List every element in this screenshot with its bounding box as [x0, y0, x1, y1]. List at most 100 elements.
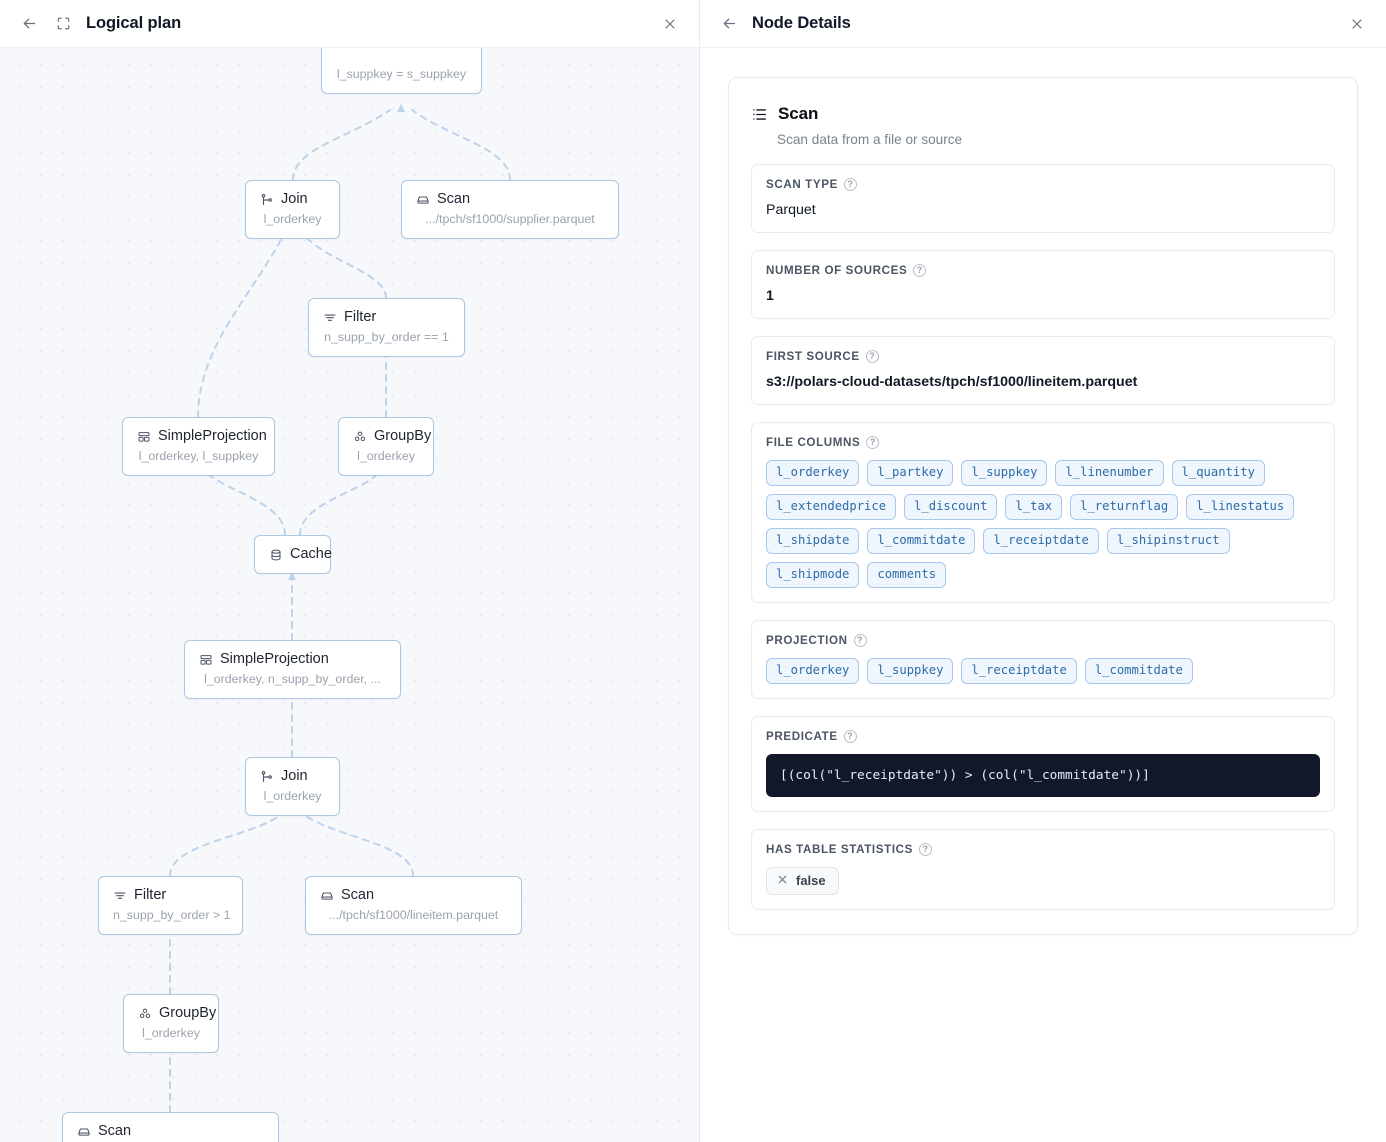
projection-chip[interactable]: l_orderkey: [766, 658, 860, 684]
plan-node-title-row: SimpleProjection: [137, 428, 267, 445]
plan-node-scan-lineitem-1[interactable]: Scan .../tpch/sf1000/lineitem.parquet: [305, 876, 522, 935]
plan-node-join-bottom[interactable]: Join l_orderkey: [245, 757, 340, 816]
column-chip[interactable]: l_returnflag: [1070, 494, 1179, 520]
section-label-text: File columns: [766, 436, 861, 449]
help-icon[interactable]: ?: [843, 178, 857, 191]
plan-node-subtitle: l_orderkey, l_suppkey: [138, 449, 259, 463]
plan-node-subtitle: .../tpch/sf1000/supplier.parquet: [425, 212, 595, 226]
plan-canvas[interactable]: l_suppkey = s_suppkey Join l_orderkey: [0, 48, 699, 1142]
column-chip[interactable]: l_shipinstruct: [1106, 528, 1230, 554]
plan-node-filter-eq[interactable]: Filter n_supp_by_order == 1: [308, 298, 465, 357]
help-icon[interactable]: ?: [865, 350, 879, 363]
scan-icon: [77, 1125, 91, 1139]
node-type-description: Scan data from a file or source: [777, 132, 963, 147]
section-label-text: Number of sources: [766, 264, 908, 277]
close-icon[interactable]: [1344, 11, 1370, 37]
column-chip[interactable]: l_linestatus: [1186, 494, 1295, 520]
plan-node-label: Scan: [341, 887, 375, 903]
plan-node-title-row: Join: [260, 191, 325, 208]
section-label-text: Projection: [766, 634, 848, 647]
column-chip[interactable]: l_discount: [904, 494, 998, 520]
help-icon[interactable]: ?: [866, 436, 880, 449]
node-details-header: Node Details: [700, 0, 1386, 48]
column-chip[interactable]: l_shipdate: [766, 528, 860, 554]
projection-icon: [137, 430, 151, 444]
plan-node-simple-projection-2[interactable]: SimpleProjection l_orderkey, n_supp_by_o…: [184, 640, 401, 699]
section-file-columns: File columns ? l_orderkey l_partkey l_su…: [751, 422, 1335, 603]
section-number-of-sources: Number of sources ? 1: [751, 250, 1335, 319]
scan-type-value: Parquet: [766, 202, 816, 218]
scan-icon: [416, 193, 430, 207]
back-arrow-icon[interactable]: [716, 11, 742, 37]
projection-chip[interactable]: l_suppkey: [867, 658, 954, 684]
plan-node-simple-projection-1[interactable]: SimpleProjection l_orderkey, l_suppkey: [122, 417, 275, 476]
plan-node-scan-lineitem-2[interactable]: Scan .../tpch/sf1000/lineitem.parquet: [62, 1112, 279, 1142]
plan-node-label: GroupBy: [374, 428, 432, 444]
list-icon: [751, 106, 768, 123]
plan-node-subtitle: n_supp_by_order > 1: [113, 908, 231, 922]
section-label-row: Projection ?: [766, 634, 1320, 647]
plan-node-title-row: Filter: [323, 309, 450, 326]
column-chip[interactable]: l_commitdate: [867, 528, 976, 554]
help-icon[interactable]: ?: [843, 730, 857, 743]
column-chip[interactable]: l_linenumber: [1055, 460, 1164, 486]
column-chip[interactable]: l_tax: [1005, 494, 1063, 520]
status-badge[interactable]: false: [766, 867, 839, 895]
section-label-text: First source: [766, 350, 860, 363]
plan-node-subtitle: .../tpch/sf1000/lineitem.parquet: [328, 908, 499, 922]
number-of-sources-value: 1: [766, 288, 774, 304]
column-chip[interactable]: l_receiptdate: [983, 528, 1099, 554]
section-scan-type: Scan type ? Parquet: [751, 164, 1335, 233]
section-first-source: First source ? s3://polars-cloud-dataset…: [751, 336, 1335, 405]
plan-node-label: GroupBy: [159, 1005, 217, 1021]
card-header: Scan: [751, 104, 1335, 124]
plan-node-groupby-1[interactable]: GroupBy l_orderkey: [338, 417, 434, 476]
plan-node-subtitle: l_suppkey = s_suppkey: [336, 67, 467, 81]
column-chip[interactable]: l_shipmode: [766, 562, 860, 588]
column-chip[interactable]: l_orderkey: [766, 460, 860, 486]
status-badge-label: false: [796, 873, 826, 888]
logical-plan-panel: Logical plan: [0, 0, 700, 1142]
plan-node-join-suppkey[interactable]: l_suppkey = s_suppkey: [321, 48, 482, 94]
close-icon[interactable]: [657, 11, 683, 37]
back-arrow-icon[interactable]: [16, 11, 42, 37]
plan-node-subtitle: l_orderkey: [142, 1026, 200, 1040]
plan-node-label: SimpleProjection: [158, 428, 267, 444]
x-icon: [777, 874, 788, 887]
plan-node-title-row: GroupBy: [353, 428, 431, 445]
plan-node-subtitle: l_orderkey: [263, 789, 322, 803]
section-label-row: Has table statistics ?: [766, 843, 1320, 856]
section-label-row: Predicate ?: [766, 730, 1320, 743]
join-icon: [260, 770, 274, 784]
filter-icon: [113, 889, 127, 903]
node-details-panel: Node Details: [700, 0, 1386, 1142]
column-chip[interactable]: l_suppkey: [961, 460, 1048, 486]
plan-node-scan-supplier[interactable]: Scan .../tpch/sf1000/supplier.parquet: [401, 180, 619, 239]
plan-node-label: Scan: [437, 191, 471, 207]
help-icon[interactable]: ?: [853, 634, 867, 647]
plan-node-title-row: Join: [260, 768, 325, 785]
column-chip[interactable]: comments: [867, 562, 947, 588]
column-chip[interactable]: l_extendedprice: [766, 494, 897, 520]
projection-chip[interactable]: l_receiptdate: [961, 658, 1077, 684]
plan-node-title-row: Scan: [77, 1123, 264, 1140]
column-chip[interactable]: l_quantity: [1171, 460, 1265, 486]
section-predicate: Predicate ? [(col("l_receiptdate")) > (c…: [751, 716, 1335, 812]
plan-node-title-row: Filter: [113, 887, 228, 904]
help-icon[interactable]: ?: [913, 264, 927, 277]
fullscreen-expand-icon[interactable]: [50, 11, 76, 37]
plan-node-cache[interactable]: Cache: [254, 535, 332, 574]
plan-node-join-top[interactable]: Join l_orderkey: [245, 180, 340, 239]
projection-chip[interactable]: l_commitdate: [1084, 658, 1193, 684]
column-chip[interactable]: l_partkey: [867, 460, 954, 486]
filter-icon: [323, 311, 337, 325]
plan-node-subtitle: l_orderkey: [263, 212, 322, 226]
plan-node-filter-gt[interactable]: Filter n_supp_by_order > 1: [98, 876, 243, 935]
plan-node-groupby-2[interactable]: GroupBy l_orderkey: [123, 994, 219, 1053]
help-icon[interactable]: ?: [919, 843, 933, 856]
section-label-text: Predicate: [766, 730, 838, 743]
plan-node-title-row: GroupBy: [138, 1005, 216, 1022]
section-label-text: Has table statistics: [766, 843, 914, 856]
section-label-row: Scan type ?: [766, 178, 1320, 191]
